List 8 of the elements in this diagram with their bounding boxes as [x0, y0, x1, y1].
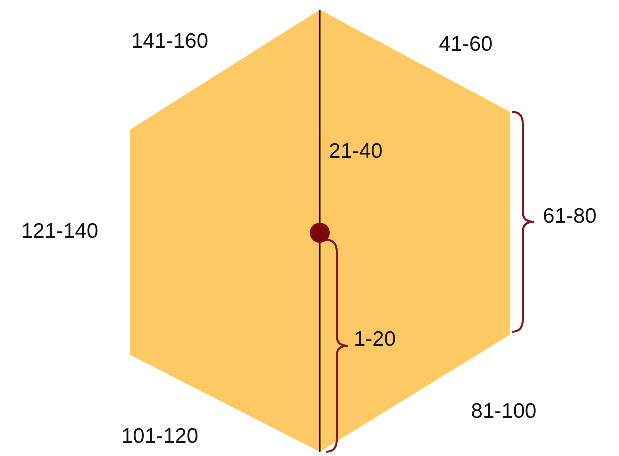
range-label: 121-140	[21, 220, 99, 244]
range-label: 101-120	[121, 425, 199, 449]
range-label: 141-160	[131, 30, 209, 54]
range-label: 61-80	[543, 205, 597, 229]
range-label: 81-100	[471, 400, 537, 424]
range-label: 41-60	[439, 33, 493, 57]
range-label: 1-20	[354, 328, 396, 352]
range-label: 21-40	[329, 140, 383, 164]
